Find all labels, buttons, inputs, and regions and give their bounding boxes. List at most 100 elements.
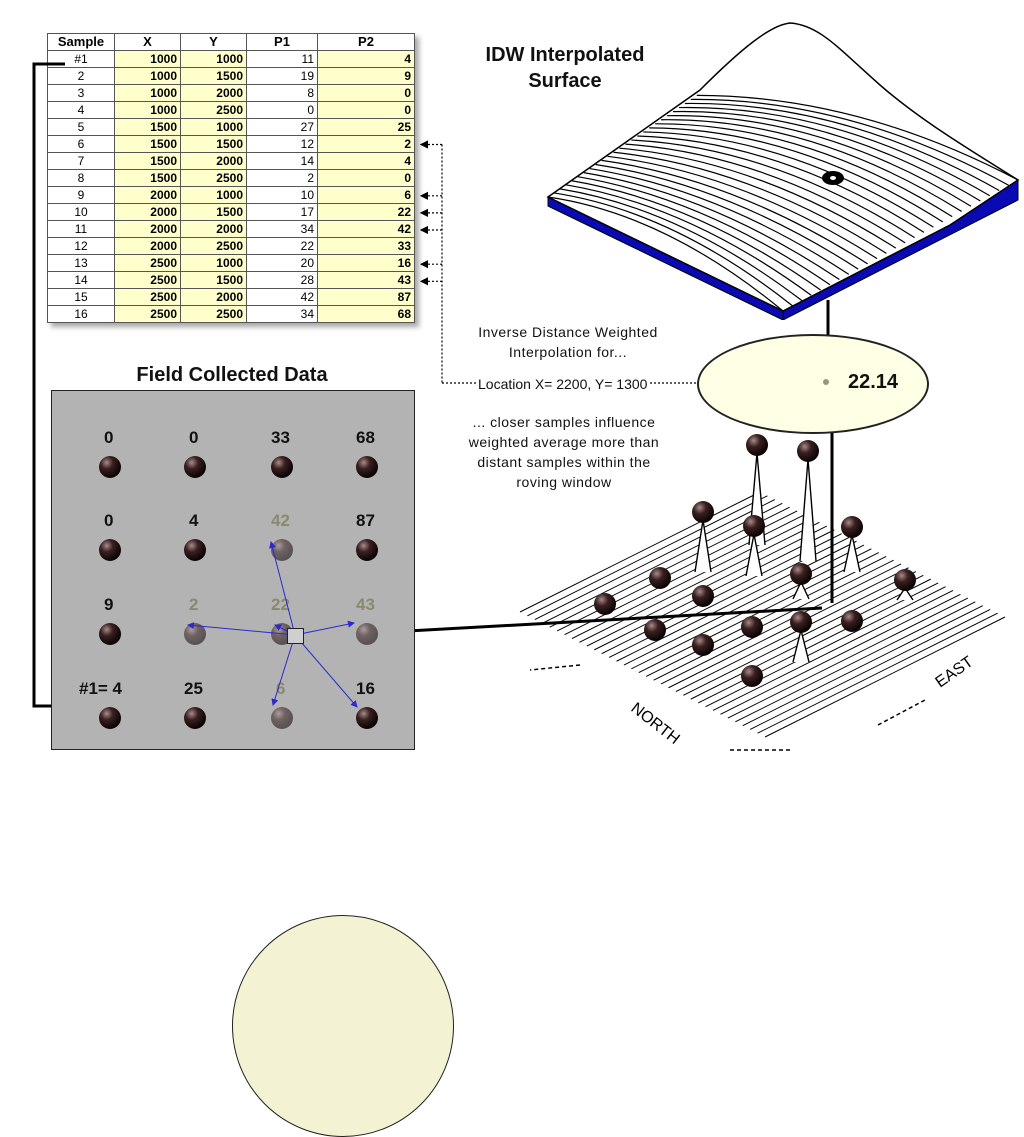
cell-x: 2500 [114, 288, 181, 306]
sample-point [271, 707, 293, 729]
cell-p1: 34 [246, 305, 318, 323]
sample-ball-3d [790, 611, 812, 633]
hatch-line [623, 544, 865, 666]
cell-y: 1000 [180, 254, 247, 272]
contour-line [667, 115, 972, 207]
sample-value-label: 4 [189, 511, 199, 530]
hatch-line [668, 567, 909, 689]
cell-x: 2000 [114, 203, 181, 221]
cell-x: 2000 [114, 186, 181, 204]
sample-value-label: 0 [189, 428, 199, 447]
hatch-line [764, 616, 1006, 738]
interpolated-value: 22.14 [848, 371, 899, 393]
contour-line [649, 127, 944, 223]
note-line2: weighted average more than [468, 434, 660, 450]
contour-line [690, 98, 1009, 186]
sample-value-label: 68 [356, 428, 375, 447]
cell-p1: 11 [246, 50, 318, 68]
distance-vectors [187, 541, 358, 708]
contour-line [571, 180, 821, 291]
cell-p1: 27 [246, 118, 318, 136]
sample-point [356, 539, 378, 561]
cell-y: 2500 [180, 305, 247, 323]
contour-line [565, 184, 812, 296]
contour-line [643, 131, 934, 228]
cell-p2: 22 [317, 203, 415, 221]
sample-ball-3d [594, 593, 616, 615]
hatch-line [757, 612, 998, 734]
interpolation-location-marker [287, 628, 304, 644]
cell-x: 2500 [114, 305, 181, 323]
cell-y: 1500 [180, 203, 247, 221]
cell-y: 2500 [180, 169, 247, 187]
cell-y: 2000 [180, 84, 247, 102]
roving-window [232, 915, 454, 1137]
cell-y: 1500 [180, 135, 247, 153]
cell-x: 1500 [114, 152, 181, 170]
sample-value-label: 2 [189, 595, 199, 614]
sample-value-label: #1= 4 [79, 679, 123, 698]
contour-line [637, 135, 925, 233]
sample-ball-3d [692, 634, 714, 656]
contour-line [583, 172, 840, 281]
cell-y: 1000 [180, 118, 247, 136]
hatch-line [534, 499, 776, 621]
hatch-line [742, 605, 983, 727]
header-y: Y [180, 33, 247, 51]
contour-line [553, 192, 793, 307]
sample-ball-3d [743, 515, 765, 537]
contour-line [678, 106, 991, 197]
hatch-line [527, 495, 768, 617]
sample-ball-3d [790, 563, 812, 585]
cell-p2: 4 [317, 152, 415, 170]
note-line4: roving window [516, 474, 612, 490]
sample-value-label: 16 [356, 679, 375, 698]
location-label: Location X= 2200, Y= 1300 [476, 374, 650, 394]
note-line1: ... closer samples influence [472, 414, 656, 430]
hatch-line [542, 502, 783, 624]
sample-value-label: 0 [104, 511, 114, 530]
sample-point [184, 707, 206, 729]
explanation-line2: Interpolation for... [508, 344, 628, 360]
sample-spike [792, 629, 810, 663]
surface-title-line1: IDW Interpolated [485, 44, 645, 66]
sample-value-label: 42 [271, 511, 290, 530]
hatch-line [564, 514, 805, 636]
sample-value-label: 87 [356, 511, 375, 530]
cell-p2: 0 [317, 101, 415, 119]
hatch-line [616, 540, 857, 662]
cell-p2: 43 [317, 271, 415, 289]
cell-p1: 19 [246, 67, 318, 85]
contour-line [684, 102, 1000, 192]
contour-line [613, 151, 887, 254]
cell-y: 2500 [180, 101, 247, 119]
surface-top [546, 22, 1020, 312]
sample-value-label: 22 [271, 595, 290, 614]
surface-title-line2: Surface [528, 70, 602, 92]
marker-center [830, 176, 836, 180]
hatch-line [638, 552, 880, 674]
cell-y: 1000 [180, 50, 247, 68]
vector-to-2 [187, 622, 296, 636]
hatch-line [735, 601, 976, 723]
cell-y: 1500 [180, 271, 247, 289]
explanation-line1: Inverse Distance Weighted [478, 324, 658, 340]
dotted-reference-lines [419, 140, 443, 383]
sample-value-label: 43 [356, 595, 375, 614]
cell-p1: 10 [246, 186, 318, 204]
contour-line [547, 196, 784, 312]
sample-point [356, 707, 378, 729]
sample-ball-3d [741, 665, 763, 687]
contour-line [625, 143, 906, 244]
cell-p2: 6 [317, 186, 415, 204]
cell-p2: 4 [317, 50, 415, 68]
cell-x: 1500 [114, 118, 181, 136]
